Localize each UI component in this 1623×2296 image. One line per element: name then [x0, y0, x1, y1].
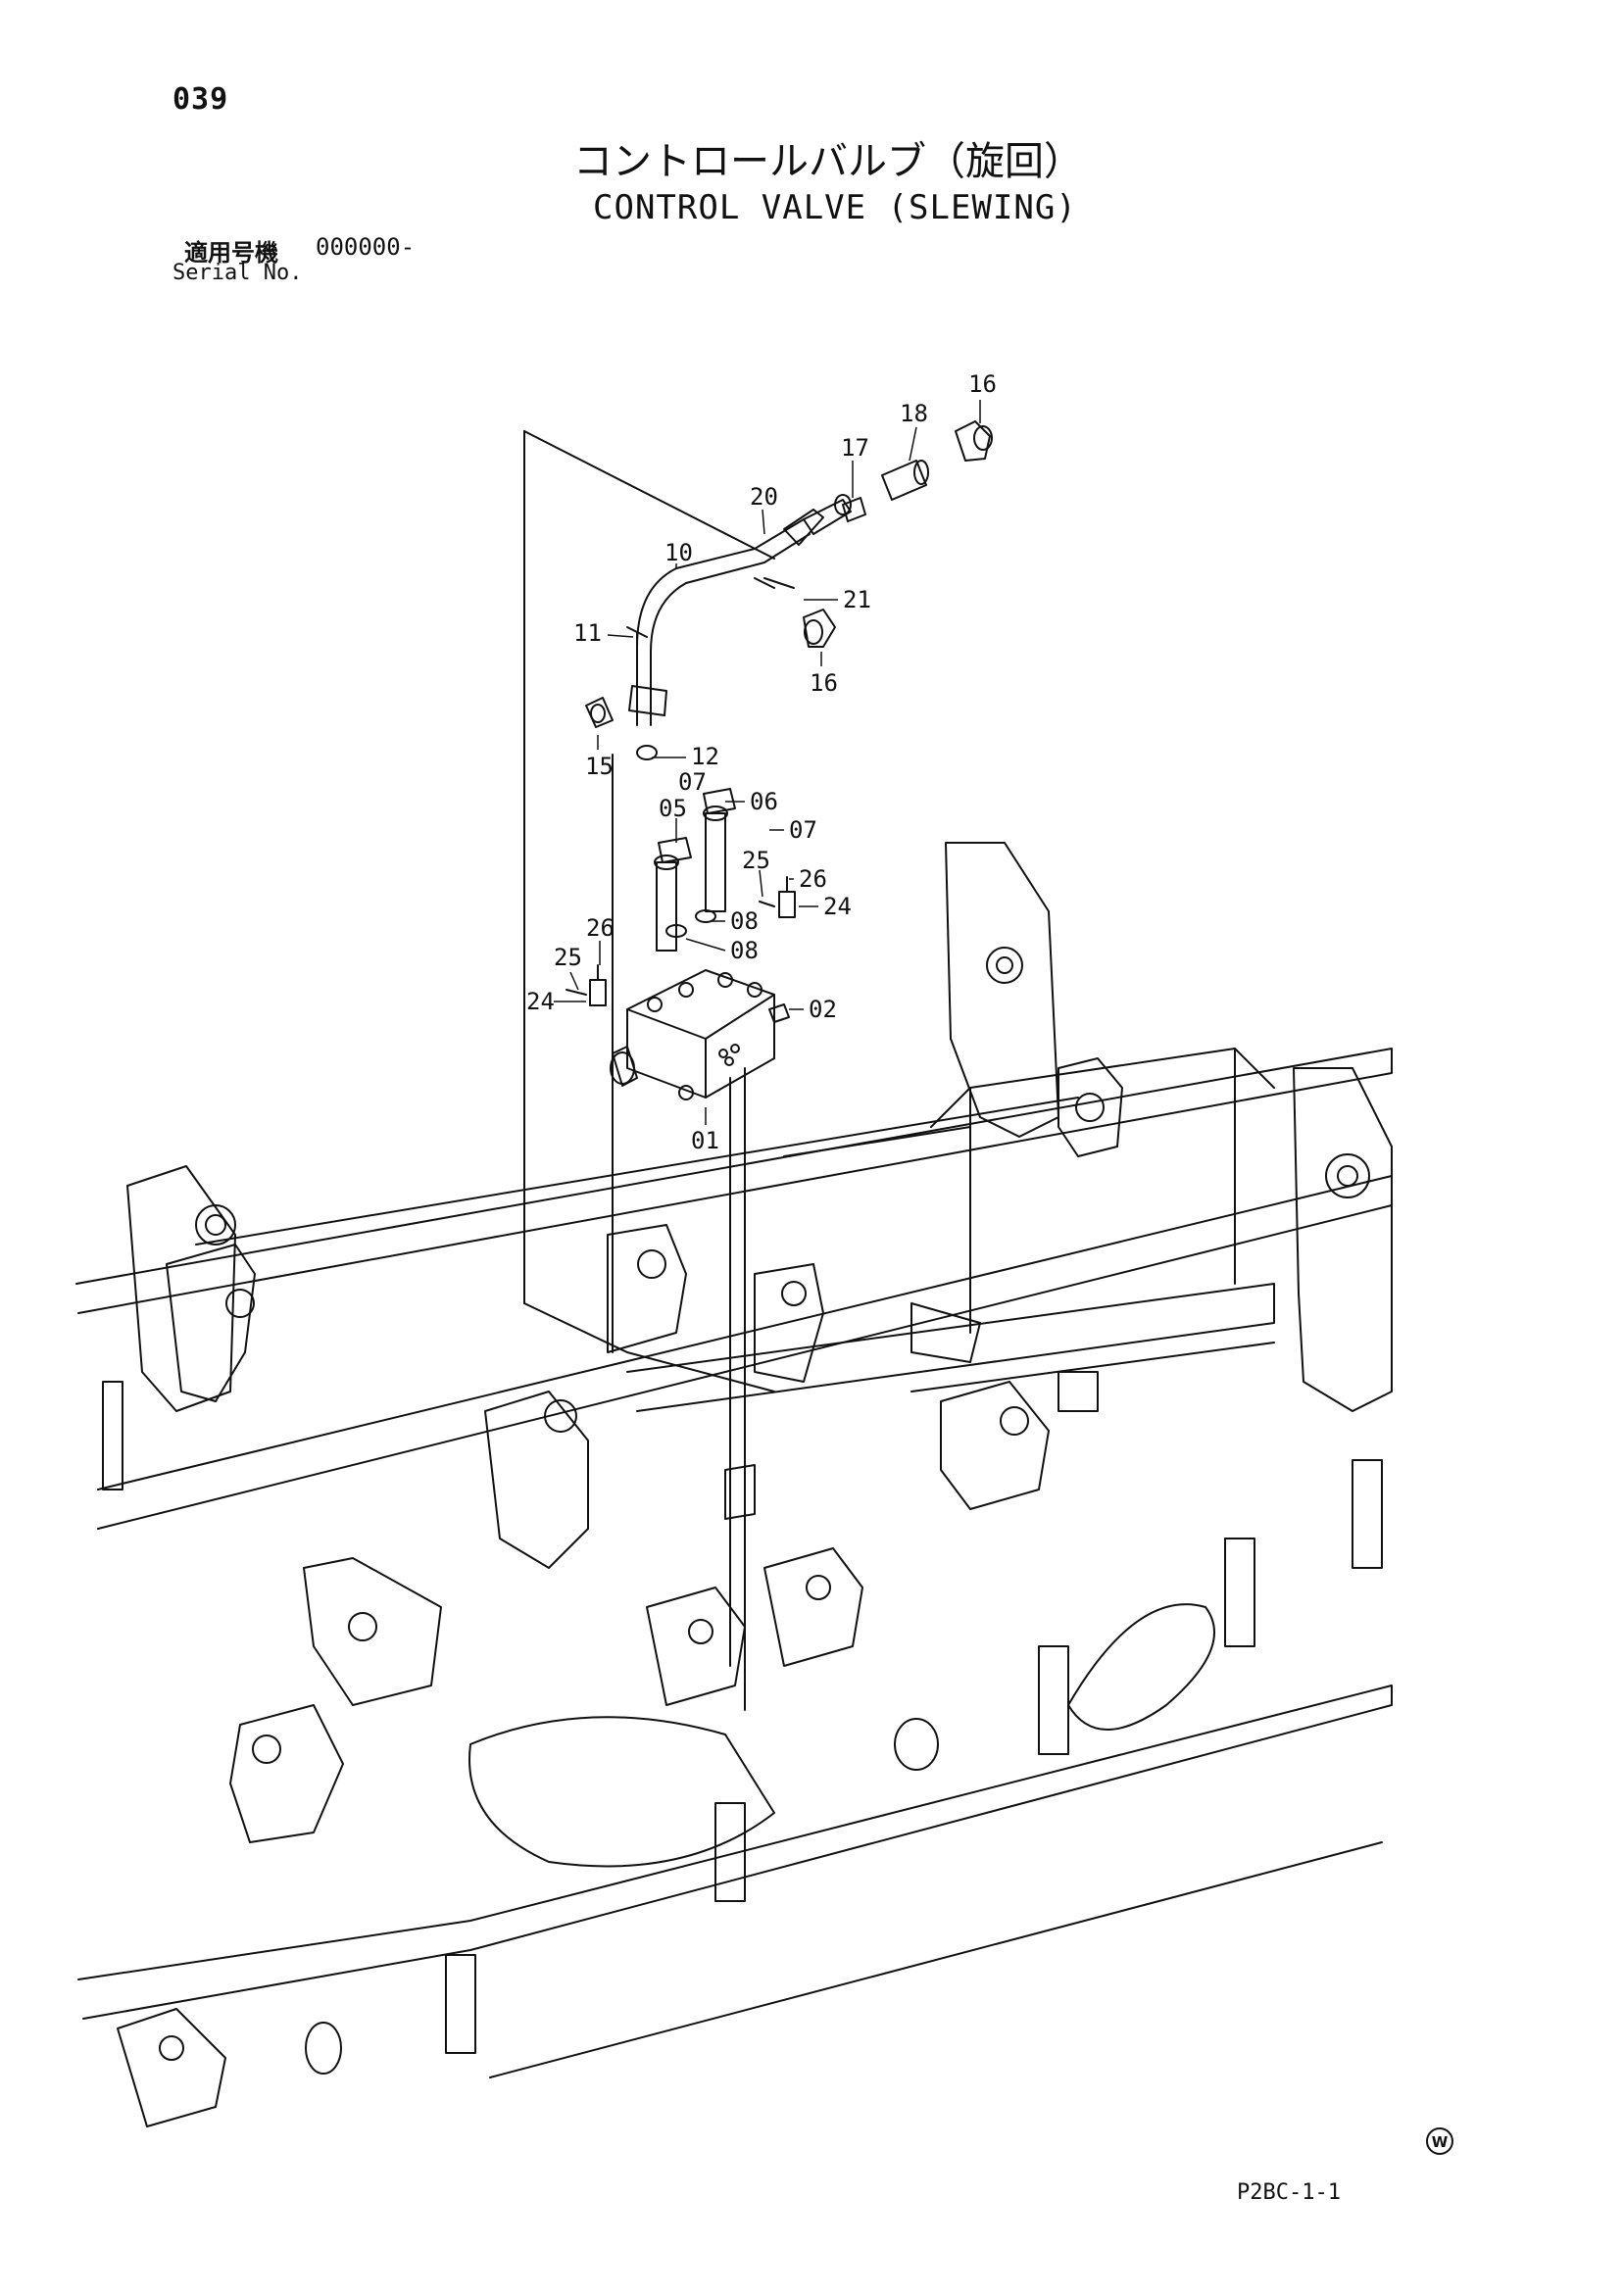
- bracket-center: [607, 1224, 687, 1353]
- callout-08-upper: 08: [730, 907, 759, 935]
- cylinder-bracket-left: [484, 1391, 589, 1569]
- frame-opening-oval: [468, 1716, 775, 1868]
- bracket-front-center: [763, 1547, 863, 1667]
- pipe-assembly: [626, 494, 852, 760]
- callout-07-right: 07: [789, 816, 817, 844]
- side-plate-1: [1038, 1645, 1069, 1755]
- page-title-japanese: コントロールバルブ（旋回）: [573, 139, 1083, 184]
- serial-number-value: 000000-: [316, 233, 416, 261]
- bracket-front-left: [646, 1587, 746, 1706]
- side-plate-5: [445, 1954, 476, 2054]
- callout-06: 06: [750, 788, 778, 815]
- callout-24-right: 24: [823, 893, 852, 920]
- callout-16-mid: 16: [810, 669, 838, 697]
- control-valve-body: [610, 969, 775, 1100]
- callout-01: 01: [691, 1127, 719, 1154]
- side-plate-3: [1352, 1459, 1383, 1569]
- callout-21: 21: [843, 586, 871, 613]
- arm-link-left: [303, 1557, 442, 1706]
- callout-17: 17: [841, 434, 869, 462]
- callout-20: 20: [750, 483, 778, 511]
- fitting-15: [585, 697, 614, 728]
- callout-labels: 16 18 17 20 10 21 11 16 15 12 07 05 06 0…: [526, 370, 997, 1154]
- frame-upright-center: [945, 842, 1059, 1138]
- callout-05: 05: [659, 795, 687, 822]
- frame-hole: [894, 1718, 939, 1771]
- callout-10: 10: [664, 539, 693, 566]
- side-plate-6: [102, 1381, 123, 1490]
- callout-25-left: 25: [554, 944, 582, 971]
- side-plate-2: [1224, 1538, 1255, 1647]
- fitting-18: [881, 460, 929, 501]
- boom-bracket-inner: [166, 1244, 256, 1402]
- callout-25-right: 25: [742, 847, 770, 874]
- solenoid-stack-06: [703, 788, 736, 912]
- machine-main-frame: [75, 1048, 1393, 2078]
- arm-link-lower: [229, 1704, 344, 1843]
- page-title-english: CONTROL VALVE (SLEWING): [593, 188, 1077, 227]
- serial-label-english: Serial No.: [172, 261, 303, 285]
- callout-11: 11: [573, 619, 602, 647]
- small-block: [1057, 1371, 1099, 1412]
- frame-upright-right: [1293, 1067, 1393, 1412]
- callout-16-top: 16: [968, 370, 997, 398]
- bracket-right-front: [1057, 1057, 1123, 1157]
- boom-bracket-left: [126, 1165, 236, 1412]
- callout-26-left: 26: [586, 914, 615, 942]
- callout-08-lower: 08: [730, 937, 759, 964]
- fitting-17: [842, 497, 866, 522]
- fitting-16-top: [955, 420, 993, 462]
- page-number: 039: [172, 82, 229, 117]
- frame-opening-slot: [1067, 1603, 1215, 1731]
- callout-02: 02: [809, 996, 837, 1023]
- w-mark-icon: W: [1425, 2126, 1454, 2156]
- leader-lines: [554, 400, 981, 1125]
- callout-15: 15: [585, 753, 614, 780]
- callout-12: 12: [691, 743, 719, 770]
- serial-label-japanese: 適用号機: [184, 239, 278, 267]
- exploded-view-frame: [523, 430, 775, 1711]
- page-code: P2BC-1-1: [1237, 2180, 1341, 2205]
- side-plate-4: [714, 1802, 746, 1902]
- callout-26-right: 26: [799, 865, 827, 893]
- fitting-16-mid: [803, 609, 836, 648]
- bracket-center-right: [754, 1263, 824, 1383]
- frame-hole-lower: [305, 2022, 342, 2075]
- sensor-24-left: [589, 964, 607, 1006]
- callout-24-left: 24: [526, 988, 555, 1015]
- bracket-bottom-left: [117, 2008, 226, 2127]
- sensor-24-right: [778, 876, 796, 918]
- w-mark-letter: W: [1432, 2133, 1449, 2151]
- callout-07-top: 07: [678, 768, 707, 796]
- callout-18: 18: [900, 400, 928, 427]
- bracket-mid-lower: [940, 1381, 1050, 1510]
